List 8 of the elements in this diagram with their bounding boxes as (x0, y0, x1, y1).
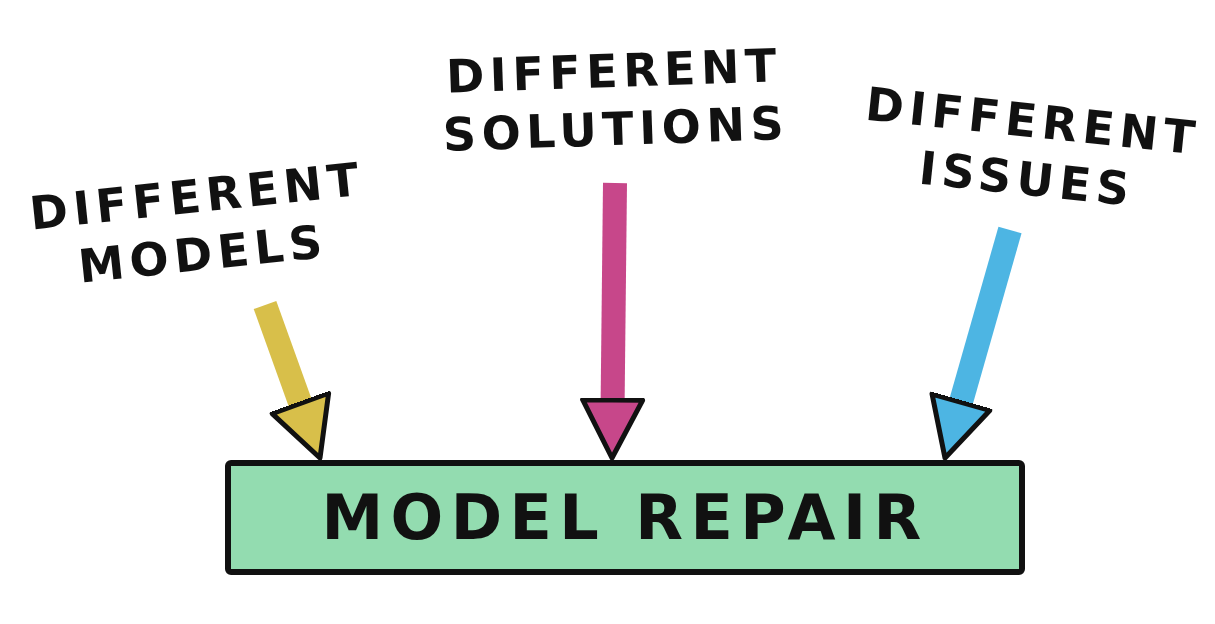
box-label: MODEL REPAIR (321, 479, 929, 556)
arrow (580, 182, 646, 461)
heading-text: DIFFERENT MODELS (26, 150, 368, 295)
arrow (929, 226, 1022, 461)
arrow (253, 300, 332, 461)
heading-text: DIFFERENT ISSUES (862, 75, 1204, 218)
heading-text: DIFFERENT SOLUTIONS (441, 36, 791, 163)
process-box (225, 460, 1025, 575)
